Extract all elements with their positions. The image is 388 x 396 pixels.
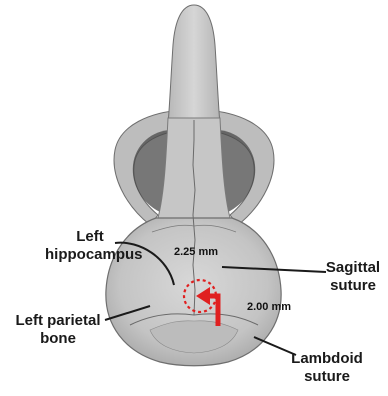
label-left-parietal-bone-line2: bone — [8, 330, 108, 348]
label-left-hippocampus-line2: hippocampus — [45, 246, 135, 264]
label-left-hippocampus-line1: Left — [45, 228, 135, 246]
label-left-hippocampus: Left hippocampus — [45, 228, 135, 264]
label-lambdoid-suture-line1: Lambdoid — [282, 350, 372, 368]
measurement-posterior: 2.00 mm — [247, 301, 291, 313]
label-sagittal-suture-line1: Sagittal — [318, 259, 388, 277]
label-sagittal-suture: Sagittal suture — [318, 259, 388, 295]
snout — [168, 5, 220, 125]
label-left-parietal-bone-line1: Left parietal — [8, 312, 108, 330]
label-lambdoid-suture: Lambdoid suture — [282, 350, 372, 386]
measurement-lateral: 2.25 mm — [174, 246, 218, 258]
label-lambdoid-suture-line2: suture — [282, 368, 372, 386]
label-left-parietal-bone: Left parietal bone — [8, 312, 108, 348]
label-sagittal-suture-line2: suture — [318, 277, 388, 295]
